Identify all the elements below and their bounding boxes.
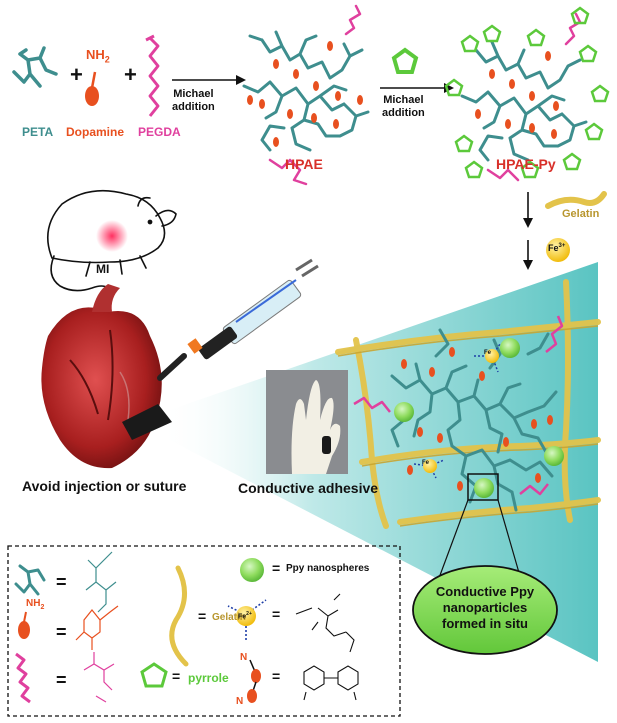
michael2-line2: addition [382, 107, 425, 119]
legend-eq-pegda: = [56, 670, 67, 690]
legend-nh2-label: NH2 [26, 598, 44, 611]
hpae-py-polymer-icon [460, 12, 588, 182]
peta-molecule-icon [12, 46, 58, 88]
gelatin-label: Gelatin [562, 208, 600, 220]
legend-n-label-bottom: N [236, 696, 244, 707]
legend-eq-pyrrole: = [172, 668, 181, 684]
hpae-dopamine-dots [247, 41, 363, 147]
legend-eq-gelatin: = [198, 608, 207, 624]
legend-dimer-structure [303, 665, 359, 701]
network-polymer [390, 328, 558, 512]
avoid-injection-label: Avoid injection or suture [22, 478, 187, 494]
hpae-py-dopamine-dots [475, 51, 559, 139]
gelatin-strand-icon [545, 191, 607, 209]
down-arrow-fe [523, 240, 533, 270]
dopamine-molecule-icon [85, 71, 99, 106]
legend-peta-structure [85, 551, 117, 613]
legend-nh2-text: NH [26, 598, 41, 609]
legend-pyrrole-label: pyrrole [188, 671, 229, 685]
hpae-py-label: HPAE-Py [496, 156, 556, 172]
callout-line-2: nanoparticles [442, 600, 528, 615]
legend-eq-fe: = [272, 606, 281, 622]
michael-addition-arrow-2 [380, 83, 454, 93]
michael1-line1: Michael [173, 88, 214, 100]
adhesive-patch [122, 404, 172, 440]
fe3-ion-icon [546, 238, 570, 262]
dopamine-label: Dopamine [66, 125, 125, 139]
hpae-py-pyrrole-rings [444, 6, 610, 179]
callout-bubble [412, 565, 558, 655]
dopamine-nh2-label: NH2 [86, 47, 110, 65]
legend-eq-peta: = [56, 572, 67, 592]
legend-peta-icon [14, 564, 46, 596]
legend-eq-dopamine: = [56, 622, 67, 642]
legend-dopamine-structure [75, 605, 119, 650]
network-gelatin-strands-shade [337, 325, 599, 527]
legend-eq-ppy: = [272, 560, 281, 576]
legend-dimer-icon [247, 659, 261, 703]
fe3-label: Fe3+ [548, 243, 565, 253]
nh2-text: NH [86, 47, 105, 62]
pyrrole-ring-icon [391, 47, 419, 74]
network-fe-ion-2 [423, 459, 437, 473]
network-dopamine-dots [401, 347, 553, 491]
legend-pyrrole-icon [140, 662, 168, 688]
callout-text: Conductive Ppy nanoparticles formed in s… [418, 584, 552, 632]
syringe-illustration [157, 258, 319, 381]
legend-fe2-text: Fe [238, 613, 247, 621]
legend-fe2-superscript: 2+ [246, 611, 252, 617]
peta-label: PETA [22, 125, 54, 139]
network-fe-label-2: Fe [422, 460, 430, 466]
callout-line-3: formed in situ [442, 616, 528, 631]
legend-n-label-top: N [240, 652, 248, 663]
svg-text:+: + [70, 62, 83, 87]
network-gelatin-strands [335, 279, 601, 529]
down-arrow-gelatin [523, 192, 533, 228]
pegda-molecule-icon [145, 34, 160, 117]
legend-fe2-label: Fe2+ [238, 611, 252, 620]
legend-fe2-icon [227, 599, 267, 640]
hpae-label: HPAE [285, 156, 323, 172]
network-fe-label-1: Fe [484, 350, 492, 356]
mi-label: MI [96, 262, 110, 276]
legend-gelatin-label: Gelatin [212, 612, 246, 623]
legend-gelatin-icon [169, 565, 189, 667]
legend-ppy-icon [240, 558, 264, 582]
heart-illustration [41, 284, 162, 469]
zoom-box [467, 473, 499, 501]
legend-fe2-structure [295, 593, 355, 653]
nh2-subscript: 2 [104, 54, 110, 65]
legend-pegda-icon [15, 652, 31, 704]
conductive-adhesive-label: Conductive adhesive [238, 480, 379, 496]
svg-text:+: + [124, 62, 137, 87]
legend-nh2-subscript: 2 [40, 604, 45, 611]
network-fe-ion-1 [485, 349, 499, 363]
legend-ppy-label: Ppy nanospheres [286, 563, 370, 574]
michael1-line2: addition [172, 101, 215, 113]
fe3-text: Fe [548, 243, 559, 253]
pegda-label: PEGDA [138, 125, 181, 139]
fe3-superscript: 3+ [558, 243, 566, 249]
legend-box [7, 545, 401, 717]
network-pegda-chains [353, 315, 564, 496]
michael2-line1: Michael [383, 94, 424, 106]
hpae-polymer-icon [242, 4, 370, 186]
legend-eq-dimer: = [272, 668, 281, 684]
legend-pegda-structure [83, 652, 115, 703]
legend-dopamine-icon [18, 611, 30, 639]
network-ppy-nanospheres [394, 338, 564, 498]
michael-addition-arrow-1 [172, 75, 246, 85]
adhesive-hand-photo [266, 370, 348, 474]
callout-line-1: Conductive Ppy [435, 584, 535, 599]
